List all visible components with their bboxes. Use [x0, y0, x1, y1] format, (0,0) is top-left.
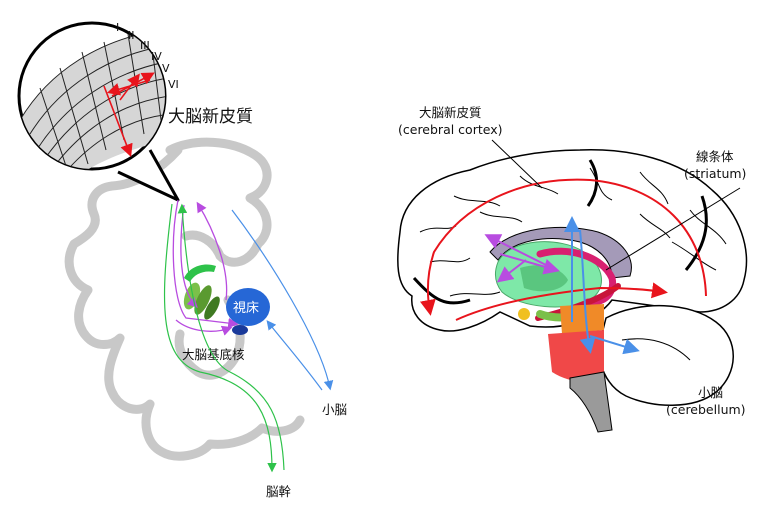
- cortex-layers-grid: [19, 29, 165, 169]
- brainstem-label: 脳幹: [266, 484, 292, 499]
- label-leader-lines: [491, 139, 741, 271]
- layer-label-iii: III: [140, 39, 150, 52]
- green-pathways: [163, 203, 285, 473]
- basal-ganglia-label: 大脳基底核: [182, 347, 245, 362]
- cerebellum-shape: [598, 305, 734, 406]
- left-panel: I II III IV V VI 大脳新皮質 視床 大脳基底核: [17, 21, 347, 499]
- cortical-red-arrows: [419, 178, 707, 321]
- cortex-red-arrows: [103, 72, 155, 157]
- corpus-callosum: [489, 226, 632, 279]
- striatum-label-en: (striatum): [684, 166, 746, 181]
- striatum-arc: [184, 264, 216, 282]
- globus-pallidus-1: [194, 285, 212, 315]
- cortex-sulci: [419, 167, 727, 297]
- striatum-label-jp: 線条体: [696, 149, 734, 164]
- striatal-magenta-arrows: [484, 234, 560, 283]
- right-panel: 大脳新皮質 (cerebral cortex) 線条体 (striatum) 小…: [397, 105, 748, 433]
- thalamus-shape: [226, 288, 270, 326]
- layer-label-iv: IV: [151, 50, 162, 63]
- blue-pathways: [231, 209, 334, 391]
- cortex-label-en: (cerebral cortex): [398, 122, 502, 137]
- thalamus-label: 視床: [233, 301, 259, 316]
- layer-label-v: V: [162, 62, 170, 75]
- cerebellar-blue-arrows: [564, 216, 640, 355]
- fornix-shape: [536, 247, 617, 306]
- subthalamic-nucleus: [232, 325, 248, 335]
- amygdala-shape: [518, 308, 530, 320]
- cerebellum-label-en: (cerebellum): [666, 402, 746, 417]
- cortex-label: 大脳新皮質: [168, 107, 253, 127]
- layer-label-i: I: [116, 21, 119, 34]
- layer-label-vi: VI: [168, 78, 179, 91]
- medulla-shape: [569, 371, 613, 433]
- layer-label-ii: II: [128, 29, 135, 42]
- globus-pallidus-2: [204, 296, 220, 320]
- central-sulcus: [412, 159, 708, 305]
- cerebellar-peduncle: [560, 304, 604, 334]
- cerebellum-label-jp: 小脳: [698, 385, 723, 400]
- cortex-label-jp: 大脳新皮質: [419, 105, 482, 120]
- cerebellum-label-left: 小脳: [322, 402, 347, 417]
